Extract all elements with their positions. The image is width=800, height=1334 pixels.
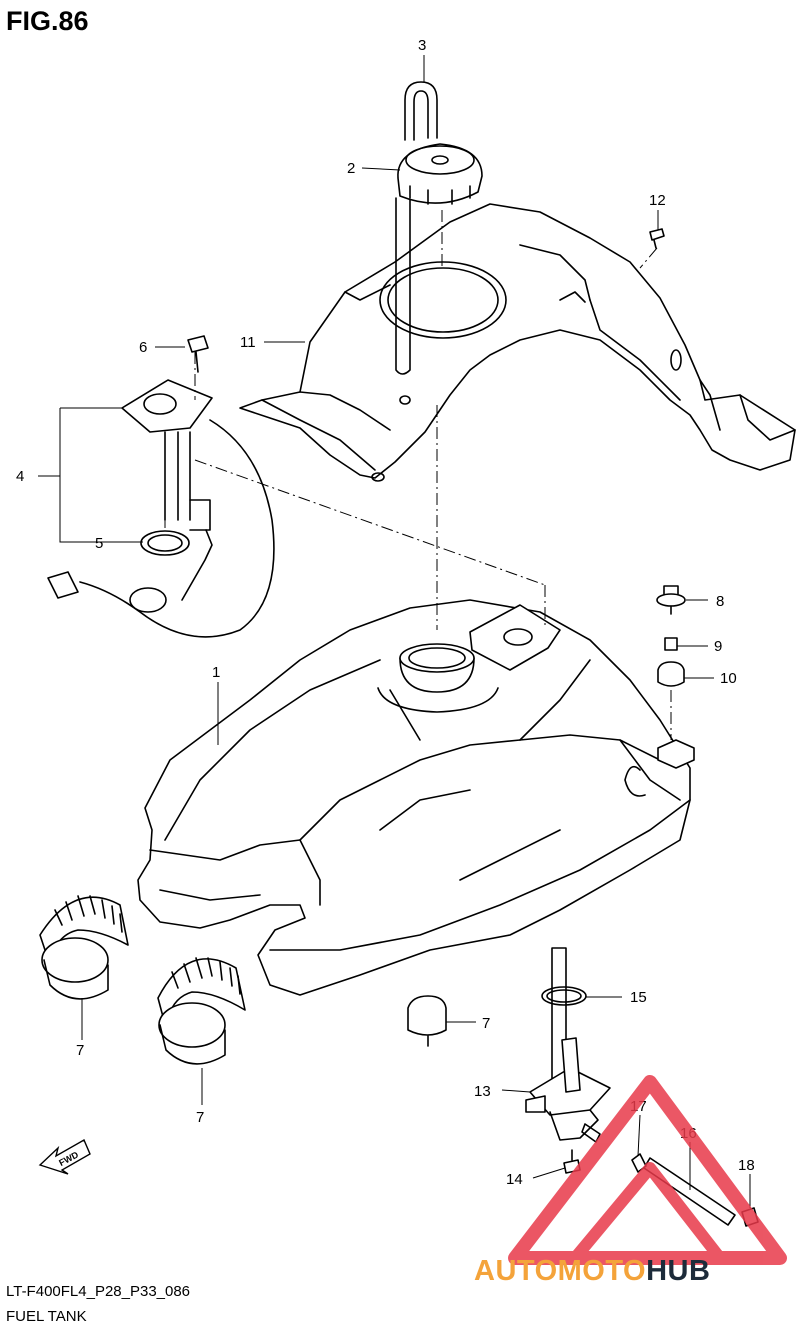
tank-strap-part-7b (157, 957, 246, 1065)
model-code: LT-F400FL4_P28_P33_086 (6, 1283, 191, 1300)
figure-title: FIG.86 (6, 6, 89, 36)
automotohub-logo-triangle (508, 1075, 787, 1265)
callout-12: 11 (240, 334, 256, 351)
forward-direction-arrow: FWD (38, 1139, 91, 1175)
callout-11: 10 (720, 670, 737, 687)
callout-6: 6 (139, 339, 147, 356)
section-name: FUEL TANK (6, 1308, 87, 1325)
center-lines (164, 210, 672, 740)
breather-hose-part-3 (395, 81, 438, 375)
callout-16: 15 (630, 989, 647, 1006)
callout-5: 5 (95, 535, 103, 552)
callout-7-left: 7 (76, 1042, 84, 1059)
spacer-part-10 (664, 637, 678, 651)
callout-10: 9 (714, 638, 722, 655)
bolt-part-9 (656, 585, 686, 615)
tank-strap-part-7a (39, 895, 129, 1000)
callout-8: 7 (482, 1015, 490, 1032)
callout-1: 1 (212, 664, 220, 681)
watermark-part1: AUTOMOTO (474, 1255, 647, 1287)
bolt-part-13 (649, 228, 665, 249)
callout-19: 18 (738, 1157, 755, 1174)
fuel-pump-assembly-part-4 (47, 379, 275, 638)
gasket-part-5 (140, 530, 190, 556)
callout-9: 8 (716, 593, 724, 610)
callout-13: 12 (649, 192, 666, 209)
screw-part-6 (187, 335, 209, 373)
fuel-valve-part-14 (525, 947, 611, 1143)
callout-14: 13 (474, 1083, 491, 1100)
leader-lines (38, 55, 751, 1208)
automotohub-watermark: AUTOMOTOHUB (474, 1255, 710, 1288)
callout-3: 3 (418, 37, 426, 54)
callout-4: 4 (16, 468, 24, 485)
cushion-part-8 (407, 995, 447, 1047)
fuel-cap-part-2 (397, 143, 483, 205)
callout-7-right: 7 (196, 1109, 204, 1126)
o-ring-part-16 (541, 986, 587, 1006)
callout-2: 2 (347, 160, 355, 177)
watermark-part2: HUB (646, 1255, 711, 1287)
grommet-part-11 (657, 661, 685, 687)
tank-cover-part-12 (239, 203, 796, 482)
fuel-tank-part-1 (137, 599, 695, 996)
callout-15: 14 (506, 1171, 523, 1188)
